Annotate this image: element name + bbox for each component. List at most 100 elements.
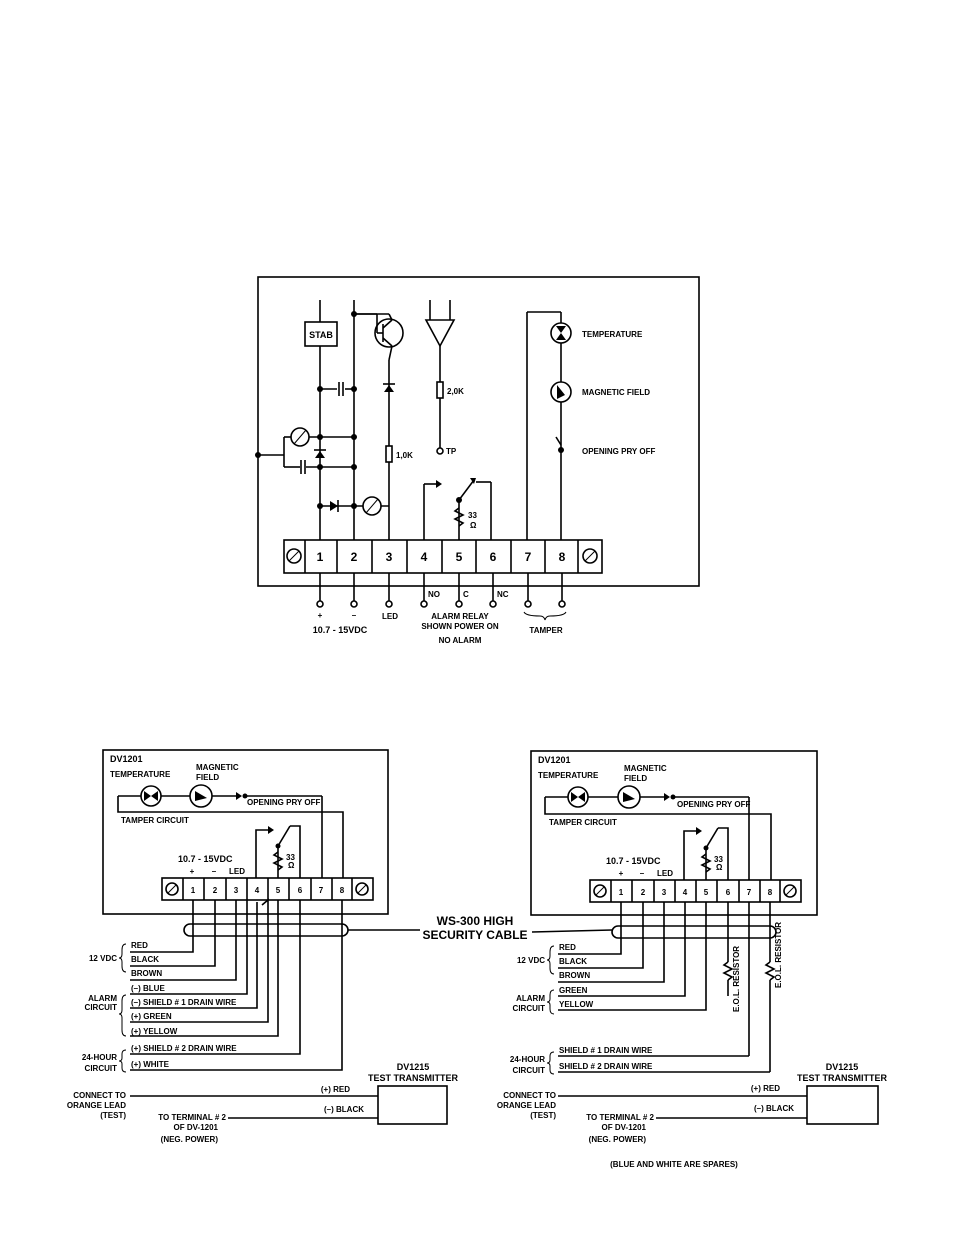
right-plus-label: + — [619, 869, 624, 878]
left-wiring-diagram: DV1201 TEMPERATURE MAGNETIC FIELD OPENIN… — [67, 749, 458, 1144]
schematic-enclosure — [257, 276, 700, 587]
cable-label-2: SECURITY CABLE — [422, 928, 527, 942]
left-terminal2-2: OF DV-1201 — [174, 1123, 219, 1132]
left-device-name: DV1201 — [110, 754, 143, 764]
left-terminal-3: 3 — [234, 886, 239, 895]
left-wire-shield1: (–) SHIELD # 1 DRAIN WIRE — [131, 998, 237, 1007]
lead-no: NO — [428, 590, 440, 599]
left-tx-desc: TEST TRANSMITTER — [368, 1073, 458, 1083]
relay-label-2: SHOWN POWER ON — [421, 622, 499, 631]
lead-led: LED — [382, 612, 398, 621]
left-wire-shield2: (+) SHIELD # 2 DRAIN WIRE — [131, 1044, 237, 1053]
right-terminal-8: 8 — [768, 888, 773, 897]
left-wire-yellow: (+) YELLOW — [131, 1027, 178, 1036]
left-terminal-6: 6 — [298, 886, 303, 895]
sensor-temperature-label: TEMPERATURE — [582, 330, 643, 339]
stab-label: STAB — [309, 330, 333, 340]
left-terminal-5: 5 — [276, 886, 281, 895]
terminal-1: 1 — [317, 550, 324, 564]
right-cable-sheath — [611, 925, 777, 939]
terminal-8: 8 — [559, 550, 566, 564]
top-leads: NO C NC + – LED 10.7 - 15VDC ALARM RELAY… — [313, 573, 567, 645]
cable-label-1: WS-300 HIGH — [437, 914, 514, 928]
left-magnetic-label-1: MAGNETIC — [196, 763, 239, 772]
left-minus-label: – — [212, 867, 217, 876]
right-tx-desc: TEST TRANSMITTER — [797, 1073, 887, 1083]
left-pry-label: OPENING PRY OFF — [247, 798, 320, 807]
left-plus-label: + — [190, 867, 195, 876]
right-tamper-circuit-label: TAMPER CIRCUIT — [549, 818, 617, 827]
right-wire-red: RED — [559, 943, 576, 952]
left-tx-red: (+) RED — [321, 1085, 350, 1094]
left-group-24h-2: CIRCUIT — [85, 1064, 118, 1073]
right-ohm-label: Ω — [716, 863, 723, 872]
right-terminal-6: 6 — [726, 888, 731, 897]
right-tx-red: (+) RED — [751, 1084, 780, 1093]
left-cable-sheath — [183, 923, 349, 937]
left-tamper-circuit-label: TAMPER CIRCUIT — [121, 816, 189, 825]
left-terminal-2: 2 — [213, 886, 218, 895]
cable-label: WS-300 HIGH SECURITY CABLE — [348, 914, 613, 942]
right-pry-label: OPENING PRY OFF — [677, 800, 750, 809]
left-group-alarm-1: ALARM — [88, 994, 117, 1003]
tp-label: TP — [446, 447, 457, 456]
left-group-24h-1: 24-HOUR — [82, 1053, 117, 1062]
lead-plus: + — [318, 611, 323, 620]
right-terminal-2: 2 — [641, 888, 646, 897]
right-connect-2: ORANGE LEAD — [497, 1101, 556, 1110]
left-terminal2-1: TO TERMINAL # 2 — [158, 1113, 226, 1122]
right-eol-1: E.O.L. RESISTOR — [732, 946, 741, 1012]
left-wire-green: (+) GREEN — [131, 1012, 172, 1021]
left-terminal-1: 1 — [191, 886, 196, 895]
right-terminal-7: 7 — [747, 888, 752, 897]
left-terminal-4: 4 — [255, 886, 260, 895]
left-wire-red: RED — [131, 941, 148, 950]
left-terminal-8: 8 — [340, 886, 345, 895]
right-group-alarm-2: CIRCUIT — [513, 1004, 546, 1013]
r1k-label: 1,0K — [396, 451, 413, 460]
left-terminal-strip: 1 2 3 4 5 6 7 8 — [161, 877, 374, 901]
left-group-alarm-2: CIRCUIT — [85, 1003, 118, 1012]
left-connect-2: ORANGE LEAD — [67, 1101, 126, 1110]
left-voltage-label: 10.7 - 15VDC — [178, 854, 233, 864]
right-terminal-3: 3 — [662, 888, 667, 897]
right-terminal2-3: (NEG. POWER) — [589, 1135, 647, 1144]
right-spares-note: (BLUE AND WHITE ARE SPARES) — [610, 1160, 738, 1169]
sensor-magnetic-label: MAGNETIC FIELD — [582, 388, 650, 397]
left-ohm-label: Ω — [288, 861, 295, 870]
left-tx-black: (–) BLACK — [324, 1105, 364, 1114]
lead-nc: NC — [497, 590, 509, 599]
right-terminal2-2: OF DV-1201 — [602, 1123, 647, 1132]
right-led-label: LED — [657, 869, 673, 878]
terminal-4: 4 — [421, 550, 428, 564]
ohm-label: Ω — [470, 521, 477, 530]
r33-label: 33 — [468, 511, 477, 520]
terminal-6: 6 — [490, 550, 497, 564]
right-r33-label: 33 — [714, 855, 723, 864]
right-magnetic-label-2: FIELD — [624, 774, 647, 783]
left-magnetic-label-2: FIELD — [196, 773, 219, 782]
right-terminal-1: 1 — [619, 888, 624, 897]
left-terminal2-3: (NEG. POWER) — [161, 1135, 219, 1144]
right-minus-label: – — [640, 869, 645, 878]
right-tx-name: DV1215 — [826, 1062, 859, 1072]
left-wire-brown: BROWN — [131, 969, 162, 978]
left-device-box — [102, 749, 389, 915]
left-tx-name: DV1215 — [397, 1062, 430, 1072]
top-terminal-strip: 1 2 3 4 5 6 7 8 — [283, 539, 603, 574]
right-connect-1: CONNECT TO — [503, 1091, 556, 1100]
right-wire-brown: BROWN — [559, 971, 590, 980]
right-group-vdc: 12 VDC — [517, 956, 545, 965]
top-schematic: STAB — [255, 276, 700, 645]
left-connect-3: (TEST) — [100, 1111, 126, 1120]
right-eol-2: E.O.L. RESISTOR — [774, 922, 783, 988]
right-terminal-4: 4 — [683, 888, 688, 897]
right-magnetic-label-1: MAGNETIC — [624, 764, 667, 773]
left-led-label: LED — [229, 867, 245, 876]
right-test-transmitter — [806, 1085, 879, 1125]
terminal-3: 3 — [386, 550, 393, 564]
relay-label-1: ALARM RELAY — [431, 612, 489, 621]
right-group-alarm-1: ALARM — [516, 994, 545, 1003]
sensor-pry-label: OPENING PRY OFF — [582, 447, 655, 456]
